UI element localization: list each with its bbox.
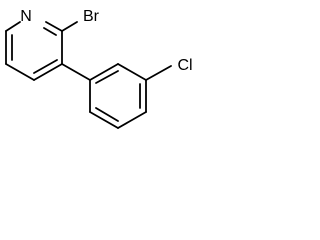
bond-c-cl: [145, 65, 172, 81]
bond-p1-p2: [89, 63, 119, 81]
bond-c5-c4: [5, 63, 35, 81]
atom-label-nitrogen: N: [20, 8, 32, 25]
bond-p2-p3: [117, 63, 147, 81]
bond-c2-n-inner: [43, 27, 57, 36]
bond-p5-p6: [89, 111, 119, 129]
atom-label-chlorine: Cl: [177, 57, 192, 74]
bond-n-c6: [5, 21, 21, 32]
bond-c2-n: [45, 21, 63, 32]
bond-c4-c3: [33, 63, 63, 81]
pyridine-ring: [5, 21, 63, 81]
bond-p1-p2-inner: [95, 70, 119, 84]
bond-c4-c3-inner: [33, 59, 58, 74]
bond-c3-phenyl: [61, 63, 91, 81]
molecule-structure: N Br Cl: [5, 8, 193, 129]
bond-p5-p6-inner: [95, 107, 119, 122]
atom-label-bromine: Br: [83, 8, 100, 25]
chlorophenyl-ring: [89, 63, 147, 129]
bond-c2-br: [61, 21, 78, 32]
bond-p4-p5: [117, 111, 147, 129]
